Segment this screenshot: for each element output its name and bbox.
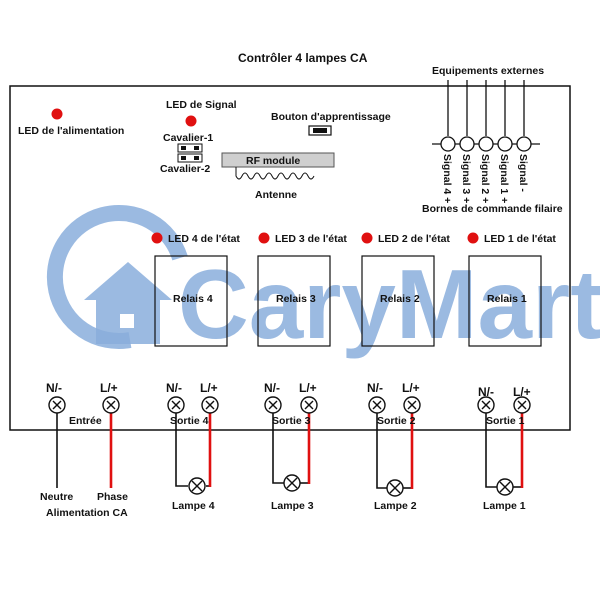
status-led-2-label: LED 2 de l'état — [378, 233, 450, 245]
status-led-3-icon — [258, 232, 270, 244]
lamp-3-icon — [283, 474, 301, 492]
learn-button-label: Bouton d'apprentissage — [271, 111, 391, 123]
ac-supply-label: Alimentation CA — [46, 507, 128, 519]
relay-4 — [154, 255, 228, 347]
relay-2-label: Relais 2 — [380, 293, 420, 305]
antenna-label: Antenne — [255, 189, 297, 201]
lamp-2-icon — [386, 479, 404, 497]
jumper-1-label: Cavalier-1 — [163, 132, 213, 144]
screw-terminals — [48, 396, 531, 414]
out3-l-label: L/+ — [299, 381, 317, 395]
relay-1-label: Relais 1 — [487, 293, 527, 305]
signal-2-label: Signal 2 + — [479, 154, 491, 203]
phase-label: Phase — [97, 491, 128, 503]
out4-l-label: L/+ — [200, 381, 218, 395]
out2-l-label: L/+ — [402, 381, 420, 395]
input-l-label: L/+ — [100, 381, 118, 395]
relay-1 — [468, 255, 542, 347]
carymart-watermark: CaryMart — [46, 205, 600, 359]
diagram-title: Contrôler 4 lampes CA — [238, 51, 368, 65]
status-led-2-icon — [361, 232, 373, 244]
out1-l-label: L/+ — [513, 385, 531, 399]
antenna-coil-icon — [235, 167, 315, 180]
lamp-1-icon — [496, 478, 514, 496]
input-label: Entrée — [69, 415, 102, 427]
signal-1-label: Signal 1 + — [498, 154, 510, 203]
signal-led-label: LED de Signal — [166, 99, 237, 111]
relay-4-label: Relais 4 — [173, 293, 213, 305]
signal-4-label: Signal 4 + — [441, 154, 453, 203]
signal-3-label: Signal 3 + — [460, 154, 472, 203]
controller-board — [9, 85, 571, 431]
power-led-icon — [51, 108, 63, 120]
out2-n-label: N/- — [367, 381, 383, 395]
status-led-1-label: LED 1 de l'état — [484, 233, 556, 245]
output-3-label: Sortie 3 — [272, 415, 311, 427]
learn-button[interactable] — [308, 125, 332, 136]
relay-2 — [361, 255, 435, 347]
jumper-2-label: Cavalier-2 — [160, 163, 210, 175]
lamp-4-icon — [188, 477, 206, 495]
status-led-3-label: LED 3 de l'état — [275, 233, 347, 245]
output-2-label: Sortie 2 — [377, 415, 416, 427]
rf-module-label: RF module — [246, 155, 300, 167]
neutral-wires — [56, 413, 522, 489]
status-led-1-icon — [467, 232, 479, 244]
output-4-label: Sortie 4 — [170, 415, 209, 427]
phase-wires — [109, 413, 524, 489]
watermark-text: CaryMart — [178, 249, 600, 359]
lamp-3-label: Lampe 3 — [271, 500, 314, 512]
lamp-4-label: Lampe 4 — [172, 500, 215, 512]
house-logo-icon — [46, 205, 188, 349]
wired-terminals-label: Bornes de commande filaire — [422, 203, 563, 215]
lamp-1-label: Lampe 1 — [483, 500, 526, 512]
output-1-label: Sortie 1 — [486, 415, 525, 427]
rf-module — [221, 152, 335, 168]
relay-3-label: Relais 3 — [276, 293, 316, 305]
out1-n-label: N/- — [478, 385, 494, 399]
out4-n-label: N/- — [166, 381, 182, 395]
house-icon — [84, 262, 172, 344]
neutral-label: Neutre — [40, 491, 73, 503]
signal-led-icon — [185, 115, 197, 127]
status-led-4-icon — [151, 232, 163, 244]
external-equipment-label: Equipements externes — [432, 65, 544, 77]
status-led-4-label: LED 4 de l'état — [168, 233, 240, 245]
out3-n-label: N/- — [264, 381, 280, 395]
relay-3 — [257, 255, 331, 347]
lamp-2-label: Lampe 2 — [374, 500, 417, 512]
power-led-label: LED de l'alimentation — [18, 125, 124, 137]
input-n-label: N/- — [46, 381, 62, 395]
jumper-icon — [177, 143, 203, 163]
external-wires — [447, 80, 525, 136]
signal-minus-label: Signal - — [517, 154, 529, 192]
wired-control-terminals — [432, 136, 540, 152]
